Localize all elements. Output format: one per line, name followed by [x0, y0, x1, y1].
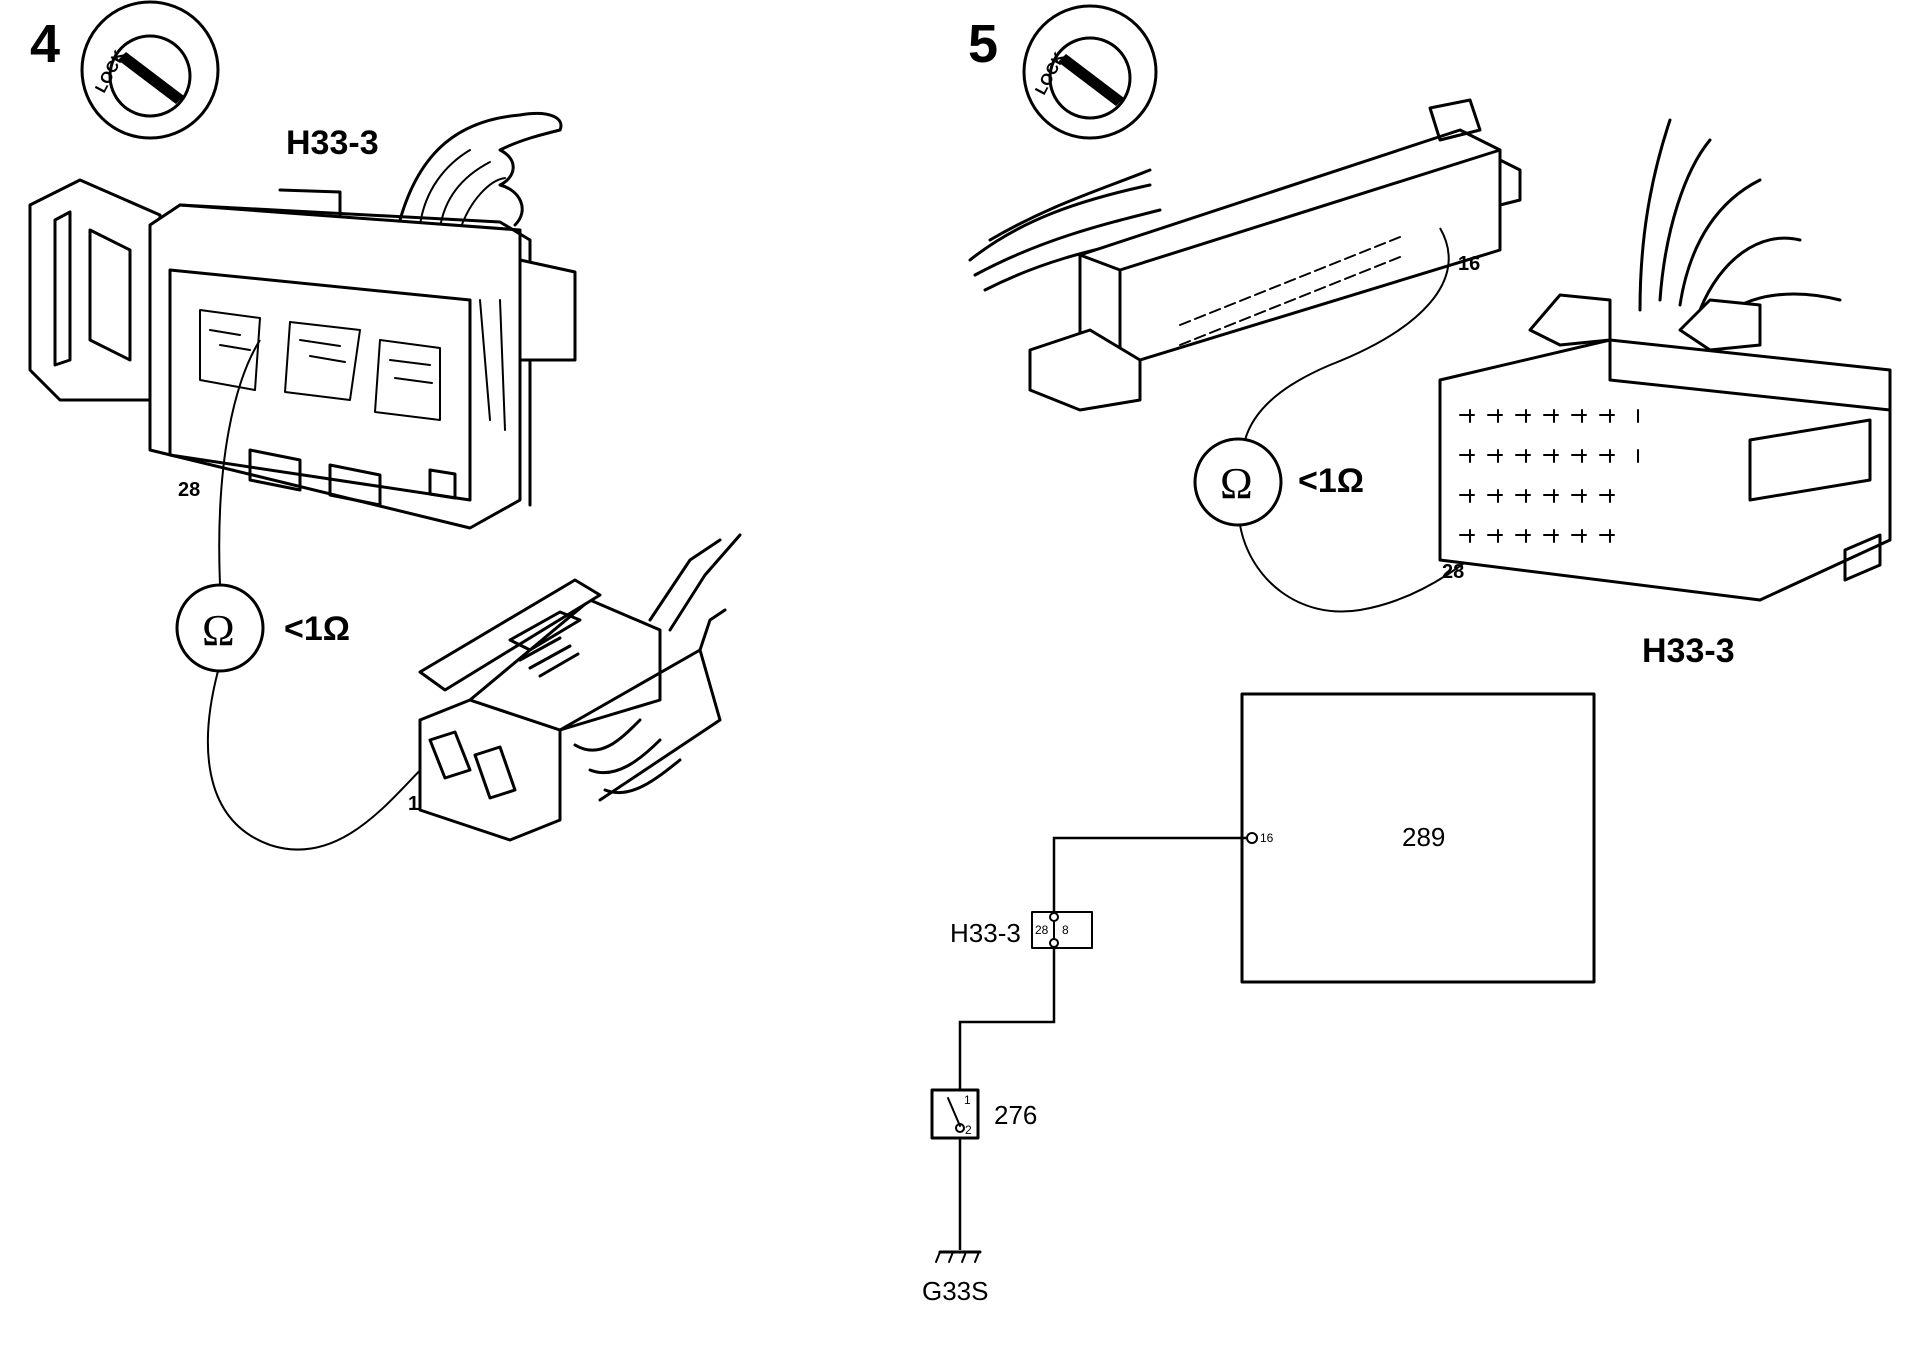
step-5-meter-symbol: Ω: [1220, 459, 1253, 508]
switch-276-label: 276: [994, 1100, 1037, 1130]
lock-text: LOCK: [93, 47, 129, 95]
h33-3-pin-28-label: 28: [1035, 923, 1049, 937]
probe-lead-to-pin-16: [1244, 227, 1450, 441]
switch-276-box: [930, 1088, 980, 1140]
step-5-pin-16-label: 16: [1458, 253, 1480, 275]
switch-pin-1-label: 1: [964, 1093, 971, 1107]
step-5-ohmmeter: Ω <1Ω: [1193, 437, 1364, 527]
module-pin-16-terminal: [1246, 832, 1258, 844]
step-5-pin-28-label: 28: [1442, 561, 1464, 583]
ground-g33s-label: G33S: [922, 1276, 989, 1306]
h33-3-pin-8-label: 8: [1062, 923, 1069, 937]
ignition-lock-icon-2: LOCK: [1022, 4, 1158, 140]
two-pin-connector: [418, 533, 742, 842]
h33-3-schematic-label: H33-3: [950, 918, 1021, 948]
step-5-number: 5: [968, 14, 998, 74]
switch-icon: [947, 1097, 961, 1127]
ohmmeter-icon-2: [1193, 437, 1283, 527]
probe-lead-to-pin-28: [218, 339, 261, 586]
wire-connector-to-switch: [958, 947, 1056, 1090]
harness-wires: [398, 112, 563, 231]
header-connector: [968, 98, 1522, 412]
ground-icon: [935, 1250, 982, 1263]
step-4-number: 4: [30, 14, 60, 74]
step-4-meter-value: <1Ω: [284, 610, 350, 648]
step-5-meter-value: <1Ω: [1298, 462, 1364, 500]
step-5-connector-label: H33-3: [1642, 632, 1735, 670]
wiring-schematic: 289 16 28 8 H33-3 1 2 276 G33S: [922, 692, 1596, 1306]
step-4-pin-28-label: 28: [178, 479, 200, 501]
module-289-label: 289: [1402, 822, 1445, 852]
switch-pin-2-label: 2: [965, 1123, 972, 1137]
step-4-connector-label: H33-3: [286, 124, 379, 162]
step-4-pin-1-label: 1: [408, 793, 419, 815]
step-4-meter-symbol: Ω: [202, 606, 235, 655]
h33-3-block-connector: [1438, 118, 1892, 602]
probe-lead-to-pin-1: [206, 670, 431, 851]
module-pin-16-label: 16: [1260, 831, 1274, 845]
step-4-panel: 4 LOCK H33-3: [28, 0, 742, 851]
lock-text-2: LOCK: [1033, 49, 1069, 97]
ignition-lock-icon: LOCK: [80, 0, 220, 140]
h33-3-schematic-connector: [1031, 911, 1093, 949]
step-5-panel: 5 LOCK 16 Ω <1Ω: [968, 4, 1892, 670]
wire-module-to-connector: [1052, 836, 1247, 912]
step-4-ohmmeter: Ω <1Ω: [175, 583, 350, 673]
h33-3-connector-body: [28, 178, 577, 530]
